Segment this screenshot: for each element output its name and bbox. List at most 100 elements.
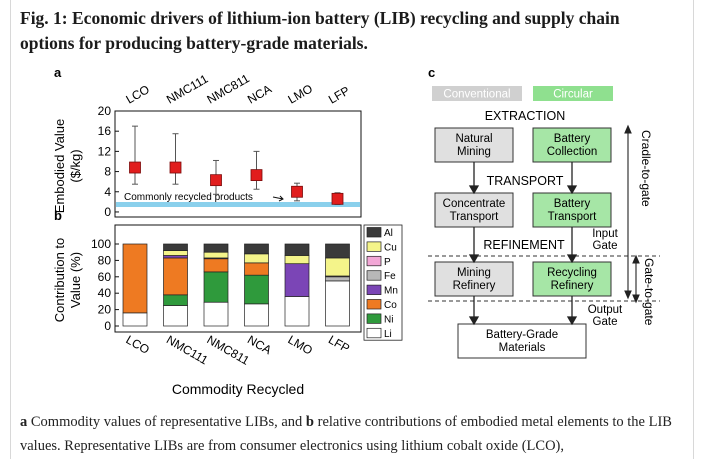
bar-lmo-cu <box>284 255 310 265</box>
bar-nmc111-al <box>163 243 188 251</box>
y-tick-label-a: 16 <box>98 124 112 138</box>
legend-swatch-p <box>366 255 382 267</box>
flow-arrows <box>468 162 578 326</box>
panel-label-a: a <box>54 65 62 80</box>
x-label-a-nmc811: NMC811 <box>205 71 253 107</box>
recycled-products-label: Commonly recycled products <box>124 192 253 203</box>
bar-nca-cu <box>244 253 269 264</box>
legend-swatch-al <box>366 227 382 238</box>
x-label-b-nmc111: NMC111 <box>164 332 211 367</box>
panel-a: Commonly recycled products 0 4 8 12 16 20 LCO… <box>52 71 362 219</box>
y-tick-label-b: 0 <box>104 319 111 333</box>
legend-swatch-co <box>366 299 382 310</box>
bar-lfp-li <box>325 280 350 327</box>
y-tick-label-b: 60 <box>98 270 112 284</box>
data-point-lmo <box>291 185 303 198</box>
caption-text-a: Commodity values of representative LIBs,… <box>27 414 306 430</box>
x-label-b-nmc811: NMC811 <box>205 332 253 368</box>
cradle-to-gate-label: Cradle-to-gate <box>639 130 653 207</box>
data-point-nmc811 <box>210 174 222 187</box>
panel-a-marks <box>129 125 344 205</box>
bar-lfp-fe <box>325 276 350 282</box>
bar-lmo-li <box>284 296 310 327</box>
legend-swatch-cu <box>366 241 382 252</box>
bar-nmc111-li <box>163 305 188 327</box>
panel-a-axes-frame <box>114 110 362 218</box>
panel-b-xlabel: Commodity Recycled <box>172 381 304 397</box>
panel-a-y-ticks: 0 4 8 12 16 20 <box>98 104 119 219</box>
bar-nmc811-co <box>203 258 229 273</box>
stage-refinement: REFINEMENT <box>483 238 565 252</box>
gate-to-gate-range <box>632 254 640 304</box>
y-tick-label-a: 0 <box>104 205 111 219</box>
caption-text-b: relative contributions of embodied metal… <box>20 414 672 454</box>
bar-lco-li <box>122 312 148 327</box>
caption-letter-a: a <box>20 414 28 430</box>
bar-lco-co <box>122 243 148 314</box>
y-tick-label-a: 20 <box>98 104 112 118</box>
legend-swatch-ni <box>366 313 382 324</box>
data-point-lfp <box>331 192 344 205</box>
x-label-b-lmo: LMO <box>286 332 316 357</box>
panel-a-ylabel-line1: Embodied Value <box>52 119 67 213</box>
box-battery-transport <box>532 192 612 228</box>
bar-lfp-al <box>325 243 350 259</box>
legend-swatch-mn <box>366 284 382 295</box>
gate-to-gate-label: Gate-to-gate <box>642 258 656 326</box>
legend-swatch-fe <box>366 270 382 281</box>
panel-label-b: b <box>54 208 62 223</box>
x-label-a-lco: LCO <box>124 82 152 106</box>
panel-b-ylabel-line2: Value (%) <box>68 252 83 308</box>
legend-label-mn: Mn <box>384 286 398 297</box>
bar-nca-co <box>244 262 269 276</box>
y-tick-label-b: 80 <box>98 253 112 267</box>
legend-conventional-label: Conventional <box>443 89 510 101</box>
y-tick-label-b: 20 <box>98 303 112 317</box>
data-point-lco <box>129 161 141 174</box>
box-battery-grade-materials <box>457 323 587 359</box>
y-tick-label-a: 12 <box>98 144 112 158</box>
legend-circular-swatch <box>533 86 613 101</box>
legend-label-co: Co <box>384 300 397 311</box>
bar-nmc111-ni <box>163 294 188 306</box>
x-label-b-lfp: LFP <box>326 332 352 355</box>
bar-nmc111-co <box>163 257 188 296</box>
caption-letter-b: b <box>305 414 314 430</box>
stage-extraction: EXTRACTION <box>485 109 566 123</box>
bar-nmc111-cu <box>163 250 188 256</box>
bar-nmc111-mn <box>163 255 188 259</box>
legend-label-li: Li <box>384 329 392 340</box>
y-tick-label-a: 8 <box>104 165 111 179</box>
x-label-a-lfp: LFP <box>326 83 352 106</box>
stage-transport: TRANSPORT <box>487 174 564 188</box>
y-tick-label-b: 100 <box>91 237 111 251</box>
x-label-a-nmc111: NMC111 <box>164 72 211 107</box>
bar-nca-li <box>244 303 269 327</box>
box-battery-collection <box>532 127 612 163</box>
figure-title: Fig. 1: Economic drivers of lithium-ion … <box>20 8 620 53</box>
recycled-products-arrow <box>272 195 284 202</box>
figure-caption: a Commodity values of representative LIB… <box>20 410 680 458</box>
legend-swatch-li <box>366 327 382 339</box>
bar-nmc811-ni <box>203 271 229 303</box>
bar-nmc811-cu <box>203 251 229 259</box>
bar-nmc811-al <box>203 243 229 253</box>
y-tick-label-a: 4 <box>104 185 111 199</box>
legend-circular-label: Circular <box>553 89 593 101</box>
legend-label-ni: Ni <box>384 314 393 325</box>
bar-lmo-mn <box>284 263 310 297</box>
panel-b-ylabel-line1: Contribution to <box>52 238 67 323</box>
legend-conventional-swatch <box>432 86 522 101</box>
panel-c: Conventional Circular EXTRACTION Natural… <box>428 86 660 359</box>
figure-frame <box>10 0 694 459</box>
panel-b-axes-frame <box>114 224 362 333</box>
legend-label-fe: Fe <box>384 271 396 282</box>
